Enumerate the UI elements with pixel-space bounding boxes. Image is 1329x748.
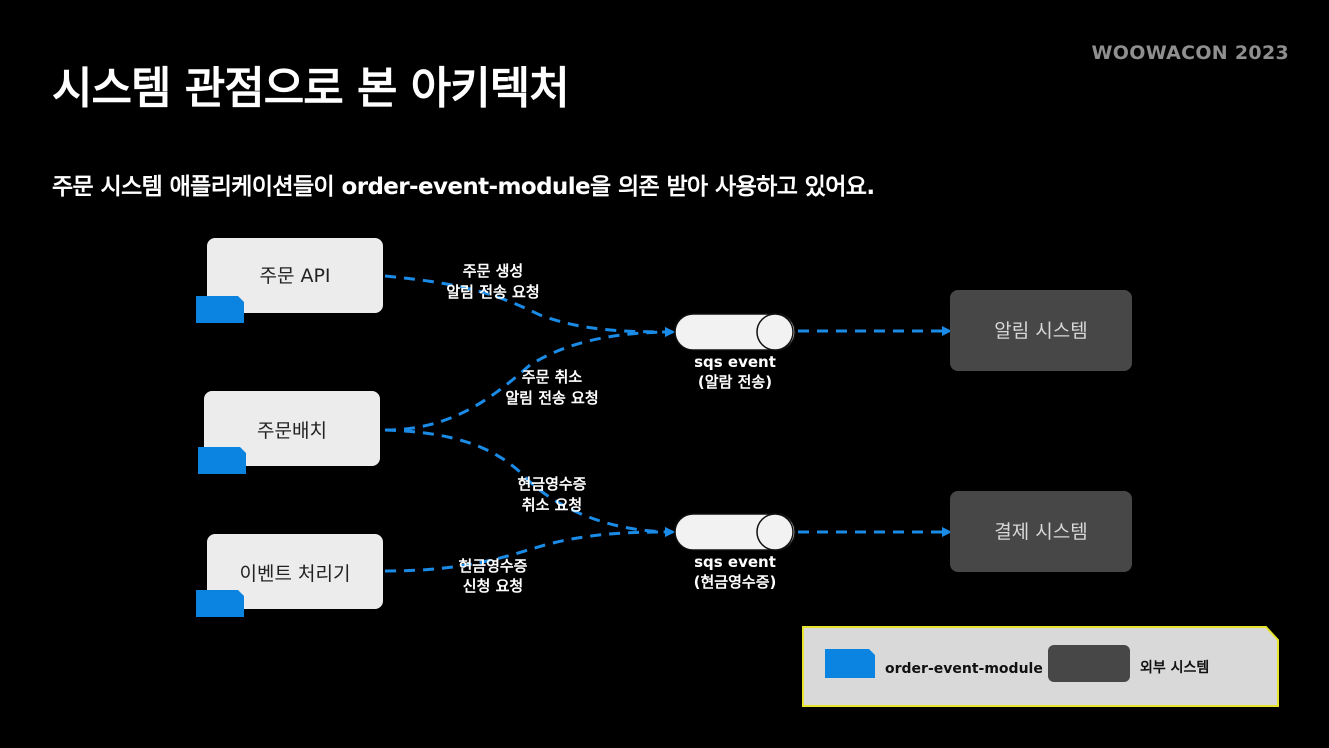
node-order-batch: 주문배치 [198, 391, 380, 474]
edge-label: 신청 요청 [463, 577, 523, 595]
edge-label: 주문 취소 [522, 368, 583, 386]
node-event-processor: 이벤트 처리기 [196, 534, 383, 617]
legend-module-label: order-event-module [885, 661, 1043, 677]
node-label: 주문 API [259, 265, 330, 287]
edge-labels: 주문 생성 알림 전송 요청 주문 취소 알림 전송 요청 현금영수증 취소 요… [446, 262, 598, 595]
edge-label: 주문 생성 [463, 262, 523, 280]
legend-external-swatch [1048, 645, 1130, 682]
edge-label: 알림 전송 요청 [446, 283, 539, 301]
edge-label: 취소 요청 [522, 496, 582, 514]
node-order-api: 주문 API [196, 238, 383, 323]
page-title: 시스템 관점으로 본 아키텍처 [52, 63, 570, 114]
arrow-api-to-alarm-queue [384, 274, 675, 337]
connectors [384, 274, 952, 573]
node-label: 주문배치 [257, 420, 327, 442]
node-label: 결제 시스템 [994, 521, 1087, 543]
queue-cash-receipt: sqs event (현금영수증) [674, 513, 796, 591]
edge-label: 현금영수증 [517, 475, 586, 493]
edge-label: 현금영수증 [458, 557, 527, 575]
node-label: 알림 시스템 [994, 320, 1087, 342]
page-subtitle: 주문 시스템 애플리케이션들이 order-event-module을 의존 받… [52, 174, 875, 200]
arrow-event-to-receipt-queue [384, 527, 675, 573]
brand-logo: WOOWACON 2023 [1091, 42, 1289, 64]
legend-module-swatch [825, 649, 875, 678]
node-payment-system: 결제 시스템 [950, 491, 1132, 572]
legend-external-label: 외부 시스템 [1140, 659, 1209, 676]
queue-label: sqs event [694, 353, 776, 371]
legend: order-event-module 외부 시스템 [802, 626, 1279, 707]
order-event-module-icon [196, 590, 244, 617]
arrow-batch-to-alarm-queue [384, 327, 675, 432]
edge-label: 알림 전송 요청 [505, 389, 598, 407]
order-event-module-icon [198, 447, 246, 474]
order-event-module-icon [196, 296, 244, 323]
queue-sublabel: (알람 전송) [698, 373, 772, 391]
node-label: 이벤트 처리기 [240, 563, 351, 585]
node-alarm-system: 알림 시스템 [950, 290, 1132, 371]
queue-alarm: sqs event (알람 전송) [674, 313, 796, 391]
queue-sublabel: (현금영수증) [694, 573, 777, 591]
queue-label: sqs event [694, 553, 776, 571]
